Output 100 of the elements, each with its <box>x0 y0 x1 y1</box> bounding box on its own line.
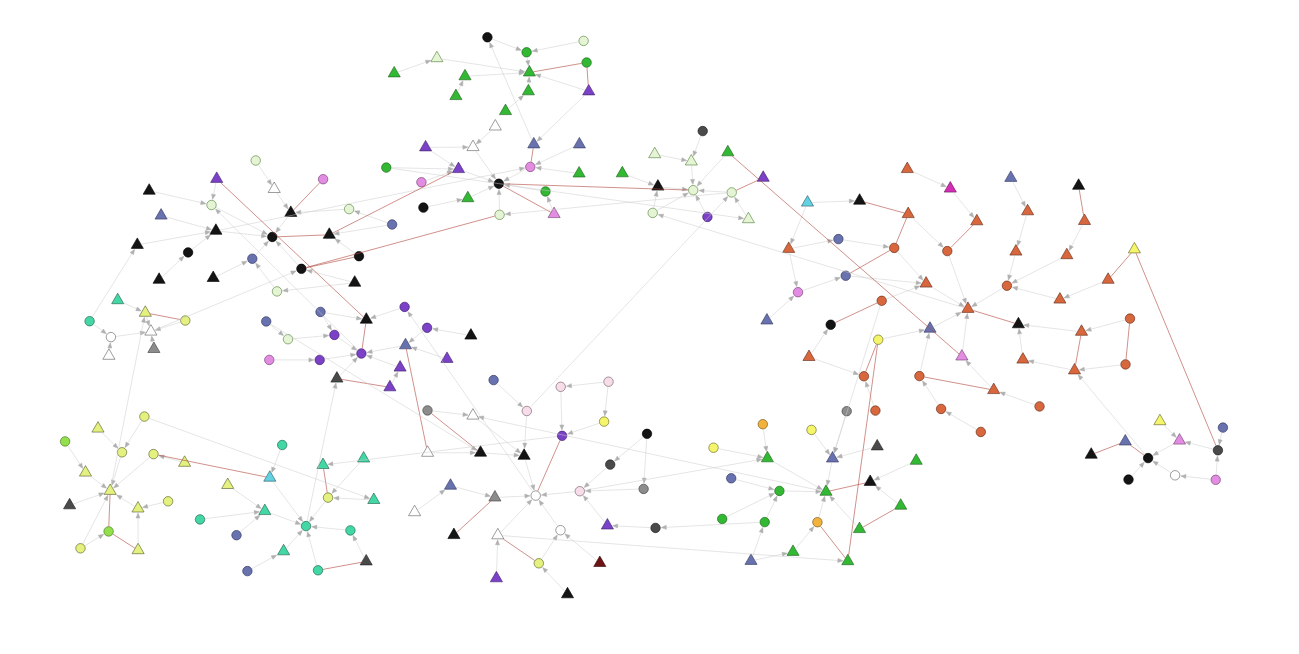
arrow <box>270 323 477 451</box>
connector-line <box>306 256 355 269</box>
connector-line <box>835 302 878 323</box>
arrow <box>1017 328 1023 354</box>
arrow <box>92 249 135 318</box>
triangle-node <box>527 137 541 149</box>
arrow <box>271 449 281 473</box>
triangle-node <box>210 171 224 183</box>
arrow <box>154 270 297 331</box>
triangle-node <box>430 50 444 62</box>
arrow <box>496 189 502 210</box>
triangle-node <box>1075 324 1088 336</box>
arrow <box>432 327 468 336</box>
arrow <box>145 316 150 327</box>
arrow <box>789 252 798 287</box>
triangle-node <box>131 542 145 554</box>
connector-line <box>406 348 427 448</box>
arrow <box>211 182 217 200</box>
triangle-node <box>582 84 596 96</box>
arrow <box>476 130 492 145</box>
arrow <box>541 491 576 497</box>
triangle-node <box>863 474 877 486</box>
arrow <box>429 144 469 150</box>
arrow <box>338 337 357 351</box>
triangle-node <box>102 348 116 360</box>
arrow <box>352 535 365 558</box>
arrow <box>690 165 695 185</box>
arrow <box>498 493 531 499</box>
arrow <box>843 239 889 249</box>
arrow <box>696 155 725 187</box>
arrow <box>795 526 814 549</box>
triangle-node <box>131 501 145 513</box>
arrow <box>311 524 346 531</box>
arrow <box>220 231 267 239</box>
arrow <box>659 154 687 162</box>
arrow <box>814 358 859 375</box>
arrow <box>455 486 491 498</box>
connector-line <box>220 182 364 318</box>
triangle-node <box>1021 204 1034 216</box>
arrow <box>425 170 453 181</box>
arrow <box>752 527 764 557</box>
connector-line <box>950 224 974 248</box>
triangle-node <box>1153 413 1167 425</box>
triangle-node <box>955 349 969 361</box>
arrow <box>792 239 833 249</box>
arrow <box>1085 319 1126 332</box>
triangle-node <box>826 451 839 463</box>
arrow <box>535 73 586 91</box>
arrow <box>1214 455 1220 475</box>
triangle-node <box>367 492 381 504</box>
arrow <box>692 135 702 157</box>
connector-line <box>862 509 895 528</box>
connector-line <box>820 525 846 559</box>
triangle-node <box>853 521 866 533</box>
connector-line <box>736 180 758 191</box>
arrow <box>431 150 455 167</box>
triangle-node <box>322 227 336 239</box>
arrow <box>477 419 521 454</box>
arrow <box>1152 443 1174 456</box>
triangle-node <box>359 312 373 324</box>
arrow <box>93 324 107 334</box>
triangle-node <box>593 555 607 567</box>
arrow <box>1007 255 1016 281</box>
triangle-node <box>399 338 412 350</box>
connector-line <box>293 182 320 211</box>
arrow <box>325 312 362 321</box>
arrow <box>662 186 688 192</box>
arrow <box>366 345 401 354</box>
connector-line <box>530 147 534 163</box>
arrow <box>397 59 431 73</box>
connector-line <box>341 379 387 387</box>
triangle-node <box>359 554 373 566</box>
arrow <box>282 283 351 293</box>
triangle-node <box>267 181 281 193</box>
triangle-node <box>819 484 833 496</box>
connector-line <box>1130 445 1145 456</box>
triangle-node <box>357 451 370 463</box>
triangle-node <box>144 324 158 336</box>
connector-line <box>149 313 181 320</box>
triangle-node <box>178 455 191 467</box>
triangle-node <box>142 183 156 195</box>
arrow <box>564 533 598 561</box>
triangle-node <box>517 448 531 460</box>
connector-line <box>502 185 552 213</box>
arrow <box>391 166 454 172</box>
triangle-node <box>1068 363 1081 375</box>
arrow <box>215 208 359 351</box>
triangle-node <box>1009 244 1023 256</box>
arrow <box>535 146 574 165</box>
triangle-node <box>491 528 505 540</box>
triangle-node <box>841 553 855 565</box>
triangle-node <box>408 504 421 516</box>
triangle-node <box>761 451 774 463</box>
arrow <box>999 391 1035 405</box>
connector-line <box>112 533 136 549</box>
arrow <box>107 342 112 350</box>
arrow <box>115 330 146 337</box>
connector-line <box>431 413 478 451</box>
connector-line <box>277 234 326 238</box>
arrow <box>1011 258 1061 284</box>
